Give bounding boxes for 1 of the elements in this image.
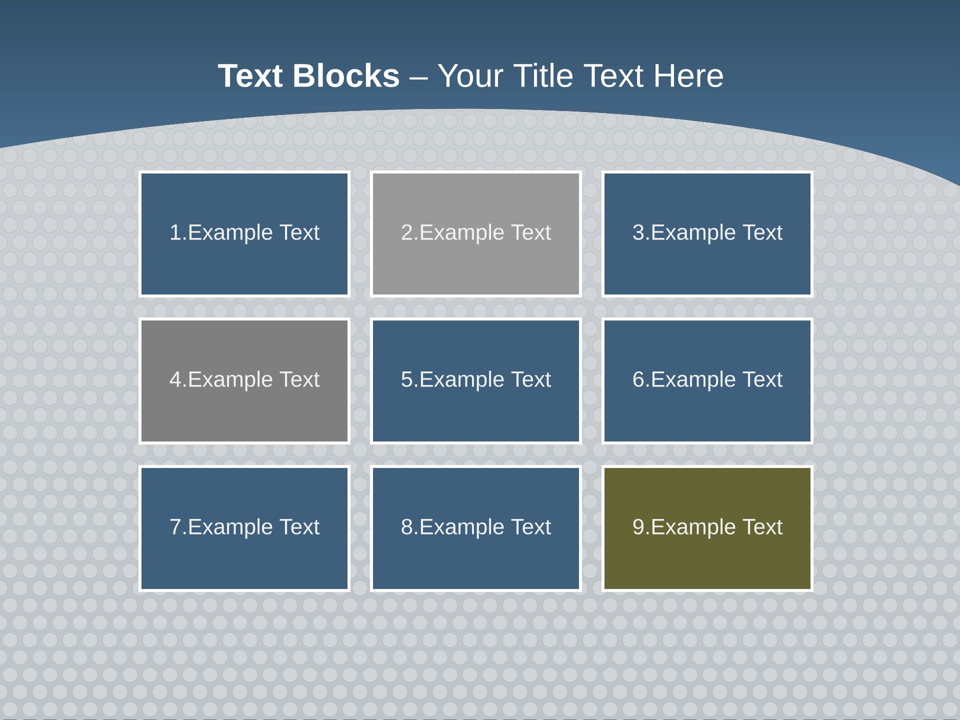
title: Text Blocks – Your Title Text Here (218, 62, 723, 88)
